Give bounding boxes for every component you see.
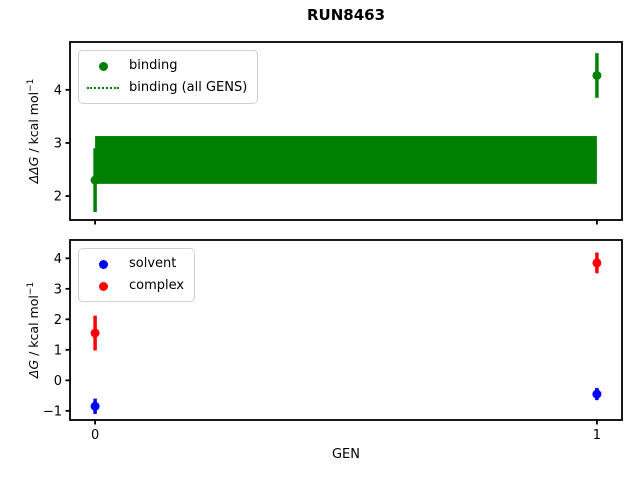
data-point-solvent-gen0 <box>90 401 100 411</box>
legend-entry-complex: complex <box>87 275 184 297</box>
data-point-binding-gen0 <box>90 175 100 185</box>
x-tick-label: 1 <box>593 428 601 443</box>
bottom-y-axis-label: ΔG / kcal mol−1 <box>26 240 44 420</box>
y-tick-label: 1 <box>54 343 62 358</box>
axes-frame-panel-1 <box>69 239 623 421</box>
data-point-complex-gen1 <box>592 258 602 268</box>
legend-entry-solvent: solvent <box>87 253 184 275</box>
ylabel-bottom-units: / kcal mol <box>26 295 42 360</box>
x-axis-label: GEN <box>331 447 360 462</box>
complex-marker-icon <box>87 281 119 291</box>
legend-label-complex: complex <box>129 278 185 293</box>
legend-entry-binding-all-gens: binding (all GENS) <box>87 77 247 99</box>
legend-label-binding: binding <box>129 58 178 73</box>
legend-label-solvent: solvent <box>129 256 177 271</box>
y-tick-label: 2 <box>54 313 62 328</box>
bottom-legend: solvent complex <box>78 248 196 302</box>
y-tick-label: 2 <box>54 190 62 205</box>
data-point-solvent-gen1 <box>592 389 602 399</box>
axes-frame-panel-0 <box>69 41 623 221</box>
y-tick-label: 4 <box>54 252 62 267</box>
x-tick-label: 0 <box>91 428 99 443</box>
legend-entry-binding: binding <box>87 55 247 77</box>
dotted-line-icon <box>87 87 119 89</box>
y-tick-label: −1 <box>43 404 62 419</box>
y-tick-label: 3 <box>54 136 62 151</box>
binding-marker-icon <box>87 61 119 71</box>
ylabel-top-exponent: −1 <box>26 78 36 92</box>
ylabel-bottom-exponent: −1 <box>26 281 36 296</box>
y-tick-label: 0 <box>54 374 62 389</box>
data-point-binding-gen1 <box>592 70 602 80</box>
y-tick-label: 3 <box>54 282 62 297</box>
figure-title: RUN8463 <box>306 6 386 24</box>
ylabel-top-symbol: ΔΔG <box>26 156 42 184</box>
data-point-complex-gen0 <box>90 328 100 338</box>
legend-label-binding-all-gens: binding (all GENS) <box>129 80 248 95</box>
y-tick-label: 4 <box>54 83 62 98</box>
top-legend: binding binding (all GENS) <box>78 50 259 104</box>
solvent-marker-icon <box>87 259 119 269</box>
top-y-axis-label: ΔΔG / kcal mol−1 <box>26 42 44 220</box>
ylabel-bottom-symbol: ΔG <box>26 359 42 379</box>
ylabel-top-units: / kcal mol <box>26 91 42 157</box>
